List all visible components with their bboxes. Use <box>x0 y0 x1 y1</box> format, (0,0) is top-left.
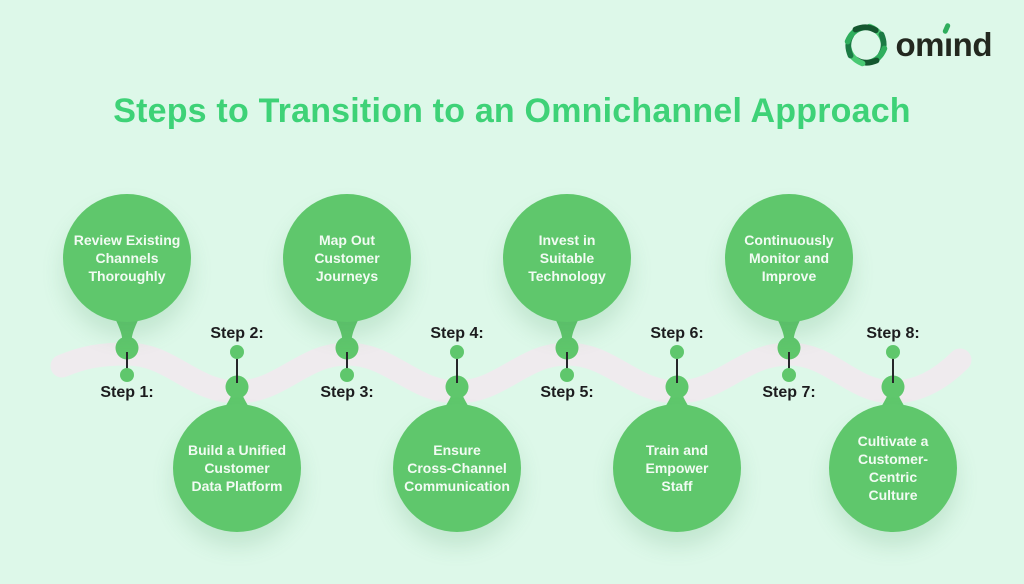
balloon-knob <box>555 336 579 360</box>
step-7-label: Step 7: <box>762 384 816 401</box>
balloon-knob <box>665 375 689 399</box>
step-2-bubble: Build a Unified Customer Data Platform <box>173 404 301 532</box>
step-5-title: Invest in Suitable Technology <box>528 231 606 285</box>
connector-dot <box>230 345 244 359</box>
step-8-title: Cultivate a Customer-Centric Culture <box>857 432 929 504</box>
logo-text-nd: nd <box>952 26 993 63</box>
step-1-bubble: Review Existing Channels Thoroughly <box>63 194 191 322</box>
logo-text-i: i <box>944 26 953 63</box>
connector-dot <box>340 368 354 382</box>
connector-dot <box>560 368 574 382</box>
step-5-label: Step 5: <box>540 384 594 401</box>
step-8-label: Step 8: <box>866 325 920 342</box>
connector-dot <box>120 368 134 382</box>
step-8-bubble: Cultivate a Customer-Centric Culture <box>829 404 957 532</box>
step-6-bubble: Train and Empower Staff <box>613 404 741 532</box>
page-title: Steps to Transition to an Omnichannel Ap… <box>113 92 911 130</box>
balloon-knob <box>225 375 249 399</box>
omind-logo: om i nd <box>843 22 993 68</box>
balloon-knob <box>445 375 469 399</box>
step-2-label: Step 2: <box>210 325 264 342</box>
step-4-title: Ensure Cross-Channel Communication <box>404 441 510 495</box>
logo-text-i-wrap: i <box>941 22 953 64</box>
step-3-title: Map Out Customer Journeys <box>314 231 380 285</box>
swirl-petal <box>852 24 879 34</box>
step-1-label: Step 1: <box>100 384 154 401</box>
step-3-label: Step 3: <box>320 384 374 401</box>
step-1-title: Review Existing Channels Thoroughly <box>73 231 181 285</box>
connector-dot <box>782 368 796 382</box>
step-7-bubble: Continuously Monitor and Improve <box>725 194 853 322</box>
connector-dot <box>886 345 900 359</box>
logo-wordmark: om i nd <box>895 22 993 64</box>
balloon-knob <box>881 375 905 399</box>
step-4-bubble: Ensure Cross-Channel Communication <box>393 404 521 532</box>
timeline-wave <box>50 342 972 404</box>
step-7-title: Continuously Monitor and Improve <box>744 231 834 285</box>
connector-dot <box>450 345 464 359</box>
step-2-title: Build a Unified Customer Data Platform <box>188 441 286 495</box>
balloon-knob <box>777 336 801 360</box>
connector-dot <box>670 345 684 359</box>
logo-text-om: om <box>895 26 945 63</box>
step-5-bubble: Invest in Suitable Technology <box>503 194 631 322</box>
logo-i-dot-cover <box>943 28 952 37</box>
step-6-title: Train and Empower Staff <box>645 441 709 495</box>
balloon-knob <box>115 336 139 360</box>
step-3-bubble: Map Out Customer Journeys <box>283 194 411 322</box>
swirl-icon <box>844 23 887 67</box>
balloon-knob <box>335 336 359 360</box>
step-4-label: Step 4: <box>430 325 484 342</box>
step-6-label: Step 6: <box>650 325 704 342</box>
